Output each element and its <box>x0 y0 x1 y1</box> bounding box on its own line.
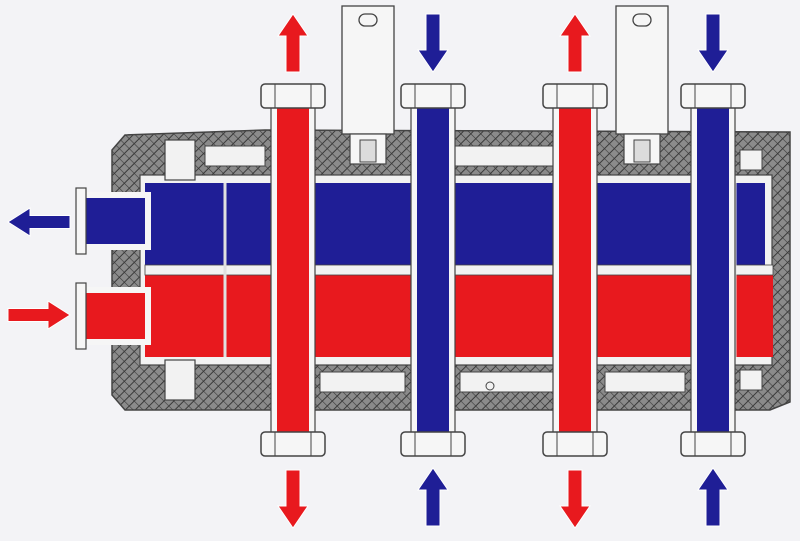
flow-arrow-down-icon <box>417 13 449 73</box>
bottom-fitting <box>260 431 326 457</box>
flow-arrow-up-icon <box>277 13 309 73</box>
flow-arrow-up-icon <box>697 467 729 527</box>
bottom-fitting <box>542 431 608 457</box>
mounting-bracket-icon <box>341 5 395 165</box>
circuit-pipe <box>697 104 729 436</box>
top-fitting <box>260 83 326 109</box>
brackets-group <box>341 5 669 165</box>
inlet-arrow-right-icon <box>7 300 71 330</box>
circuit-pipe <box>417 104 449 436</box>
channels <box>144 183 774 357</box>
circuits-group <box>260 13 746 529</box>
circuit-1 <box>260 13 326 529</box>
top-fitting <box>680 83 746 109</box>
outlet-pipe <box>77 192 151 250</box>
circuit-4 <box>680 13 746 527</box>
circuit-pipe <box>277 104 309 436</box>
flow-arrow-up-icon <box>559 13 591 73</box>
flow-arrow-down-icon <box>697 13 729 73</box>
flow-arrow-down-icon <box>277 469 309 529</box>
bottom-fitting <box>400 431 466 457</box>
bottom-fitting <box>680 431 746 457</box>
circuit-pipe <box>559 104 591 436</box>
top-fitting <box>400 83 466 109</box>
lower-channel <box>145 275 773 357</box>
flow-arrow-up-icon <box>417 467 449 527</box>
outlet-arrow-left-icon <box>7 207 71 237</box>
flow-arrow-down-icon <box>559 469 591 529</box>
mounting-bracket-icon <box>615 5 669 165</box>
left-ports <box>75 187 151 350</box>
circuit-2 <box>400 13 466 527</box>
inlet-pipe <box>77 287 151 345</box>
side-arrows-group <box>7 207 71 330</box>
top-fitting <box>542 83 608 109</box>
circuit-3 <box>542 13 608 529</box>
